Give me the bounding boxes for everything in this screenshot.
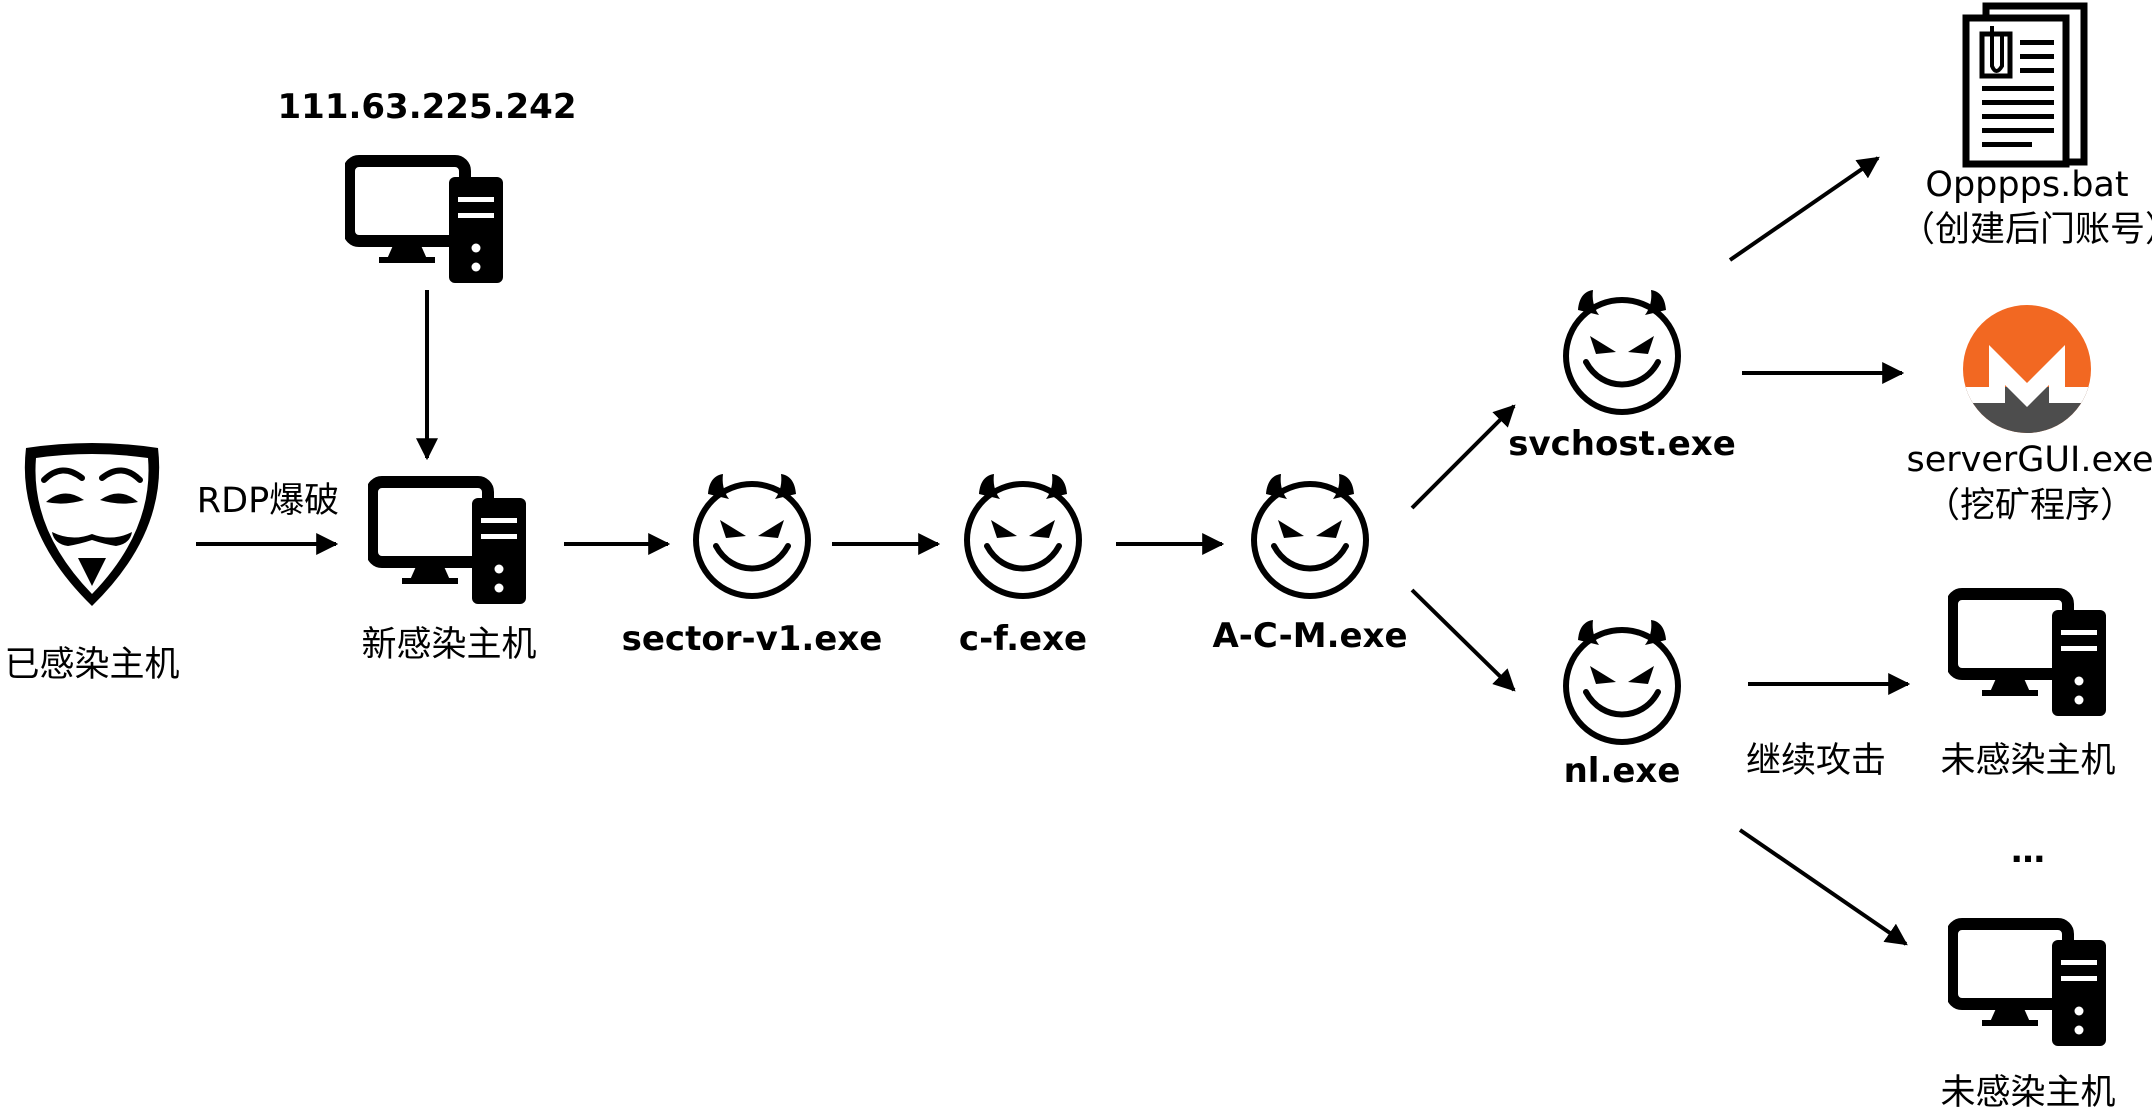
continue-attack-label: 继续攻击 [1745,741,1887,781]
infected-host-label: 已感染主机 [4,645,180,685]
nl-label: nl.exe [1563,751,1681,791]
devil-face-icon [967,474,1079,596]
desktop-computer-icon [372,482,526,604]
ellipsis: … [2011,831,2045,871]
arrow-nl-to-uninfected-2 [1738,828,1908,946]
rdp-edge-label: RDP爆破 [196,481,340,521]
arrow-acm-to-svchost [1410,404,1516,510]
desktop-computer-icon [1952,594,2106,716]
cf-label: c-f.exe [958,619,1088,659]
new-infected-host-label: 新感染主机 [361,625,537,665]
monero-logo-icon [1963,305,2091,433]
devil-face-icon [1254,474,1366,596]
attacker-server-label: 111.63.225.242 [277,87,577,127]
devil-face-icon [1566,620,1678,742]
document-icon [1966,6,2084,164]
uninfected-host-2-label: 未感染主机 [1940,1073,2116,1113]
devil-face-icon [1566,290,1678,412]
sector-label: sector-v1.exe [621,619,883,659]
oppps-note: （创建后门账号） [1899,210,2152,250]
anonymous-mask-icon [25,443,159,606]
devil-face-icon [696,474,808,596]
desktop-computer-icon [349,161,503,283]
servergui-note: （挖矿程序） [1924,486,2136,526]
acm-label: A-C-M.exe [1212,616,1408,656]
servergui-label: serverGUI.exe [1906,440,2152,480]
desktop-computer-icon [1952,924,2106,1046]
oppps-label: Opppps.bat [1925,165,2129,205]
arrow-svchost-to-oppps [1728,156,1880,262]
svchost-label: svchost.exe [1508,424,1736,464]
uninfected-host-1-label: 未感染主机 [1940,741,2116,781]
arrow-acm-to-nl [1410,588,1516,692]
